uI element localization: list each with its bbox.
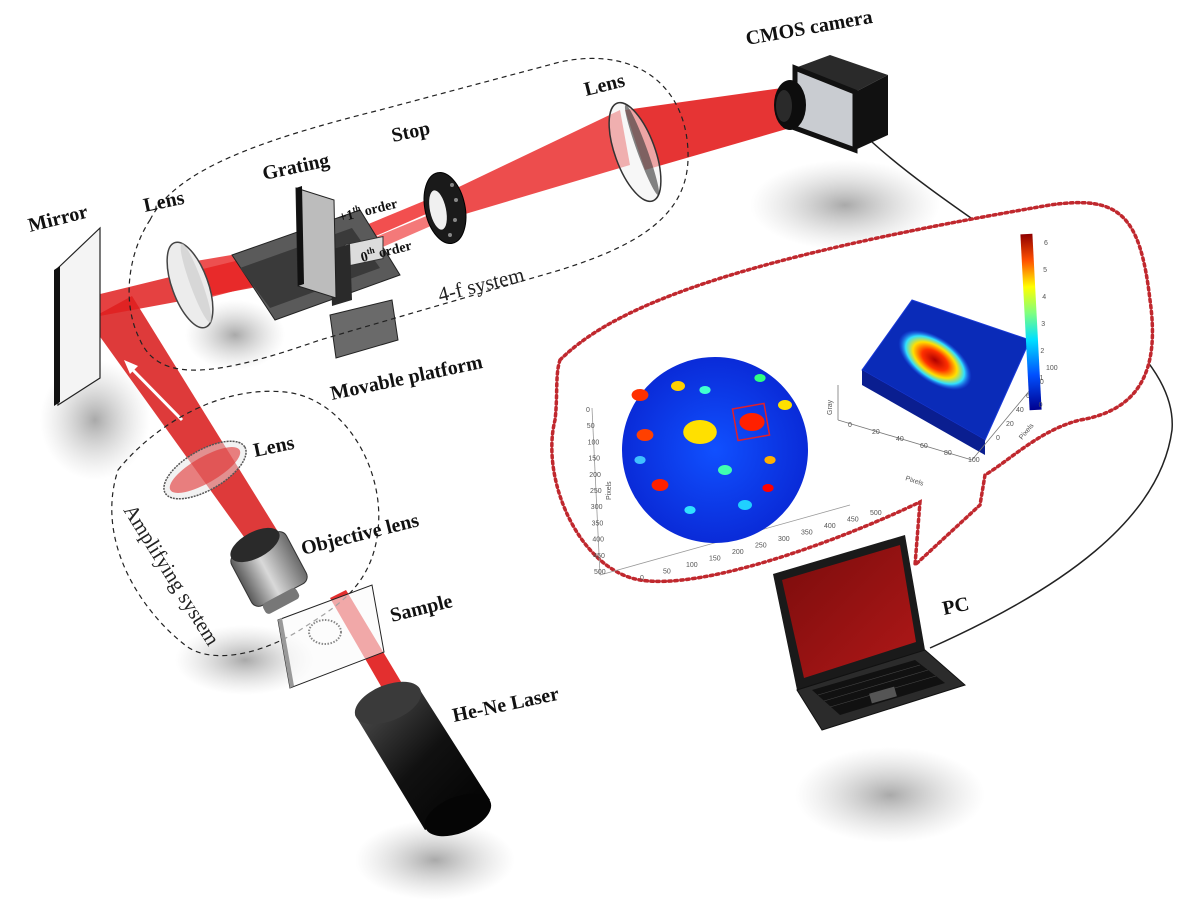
tick-2d-y: 300 xyxy=(591,504,603,511)
four-f-system-box xyxy=(128,57,689,371)
lens-4f-right xyxy=(608,101,662,203)
grating xyxy=(295,186,337,299)
tick-2d-x: 450 xyxy=(847,517,859,524)
tick-colorbar: 5 xyxy=(1043,267,1047,274)
label-movable-platform: Movable platform xyxy=(328,351,484,405)
tick-2d-x: 150 xyxy=(709,556,721,563)
speckle-blob xyxy=(651,479,669,491)
label-sample: Sample xyxy=(388,590,455,627)
speckle-blob xyxy=(631,389,649,401)
speckle-blob xyxy=(778,400,792,410)
tick-2d-y: 0 xyxy=(586,407,590,414)
label-lens-amplifying: Lens xyxy=(251,432,296,462)
tick-2d-y: 50 xyxy=(587,423,595,430)
tick-3d-x: 0 xyxy=(848,422,852,429)
speckle-blob xyxy=(671,381,685,391)
label-pc: PC xyxy=(940,593,971,620)
tick-2d-x: 500 xyxy=(870,510,882,517)
colorbar: 6 5 4 3 2 1 0 xyxy=(1020,233,1048,411)
label-mirror: Mirror xyxy=(26,201,90,237)
label-cmos-camera: CMOS camera xyxy=(744,6,874,50)
tick-colorbar: 4 xyxy=(1042,294,1046,301)
speckle-blob xyxy=(699,386,711,394)
tick-2d-y: 400 xyxy=(592,537,604,544)
tick-colorbar: 6 xyxy=(1044,240,1048,247)
tick-2d-x: 400 xyxy=(824,523,836,530)
first-order-main: +1 xyxy=(337,208,355,226)
tick-2d-y: 100 xyxy=(588,439,600,446)
label-amplifying-system: Amplifying system xyxy=(119,500,225,650)
lens-4f-left xyxy=(166,241,214,329)
label-grating: Grating xyxy=(260,149,331,185)
speckle-blob xyxy=(683,420,717,444)
cmos-camera xyxy=(774,55,888,154)
sample-slide xyxy=(277,584,385,689)
tick-3d-x: 20 xyxy=(872,429,880,436)
tick-3d-y: 20 xyxy=(1006,421,1014,428)
speckle-blob xyxy=(634,456,646,464)
tick-colorbar: 2 xyxy=(1040,348,1044,355)
speckle-blob xyxy=(754,374,766,382)
tick-2d-y: 500 xyxy=(594,569,606,576)
tick-2d-x: 0 xyxy=(640,575,644,582)
speckle-blob xyxy=(764,456,776,464)
tick-3d-y: 0 xyxy=(996,435,1000,442)
tick-2d-x: 50 xyxy=(663,569,671,576)
y-axis-label-2d: Pixels xyxy=(606,481,613,500)
label-lens-left: Lens xyxy=(141,187,186,217)
tick-colorbar: 3 xyxy=(1041,321,1045,328)
speckle-blob xyxy=(762,484,774,492)
tick-colorbar: 0 xyxy=(1039,402,1043,409)
tick-3d-x: 100 xyxy=(968,457,980,464)
label-4f-system: 4-f system xyxy=(435,262,526,307)
speckle-blob xyxy=(739,413,765,431)
label-first-order: +1th order xyxy=(337,194,400,226)
speckle-blob xyxy=(636,429,654,441)
tick-3d-y: 100 xyxy=(1046,365,1058,372)
tick-3d-y: 40 xyxy=(1016,407,1024,414)
label-objective-lens: Objective lens xyxy=(299,509,421,560)
tick-2d-y: 200 xyxy=(589,472,601,479)
lens-amplifying xyxy=(163,440,247,500)
label-lens-top: Lens xyxy=(582,70,627,101)
speckle-blob xyxy=(718,465,732,475)
tick-2d-y: 250 xyxy=(590,488,602,495)
tick-2d-y: 150 xyxy=(588,456,600,463)
tick-2d-x: 200 xyxy=(732,549,744,556)
zeroth-order-sup: th xyxy=(365,245,375,257)
label-he-ne-laser: He-Ne Laser xyxy=(450,683,561,727)
label-stop: Stop xyxy=(389,117,432,147)
speckle-blob xyxy=(684,506,696,514)
tick-2d-x: 350 xyxy=(801,530,813,537)
tick-2d-y: 350 xyxy=(592,520,604,527)
z-axis-label-3d: Gray xyxy=(827,399,834,415)
tick-2d-x: 300 xyxy=(778,536,790,543)
zeroth-order-main: 0 xyxy=(359,250,369,266)
stop-iris xyxy=(423,172,467,244)
mirror xyxy=(54,226,101,407)
he-ne-laser xyxy=(354,681,492,837)
speckle-blob xyxy=(738,500,752,510)
pc-laptop xyxy=(773,535,966,731)
tick-3d-x: 40 xyxy=(896,436,904,443)
tick-2d-y: 450 xyxy=(593,553,605,560)
first-order-sup: th xyxy=(351,203,361,215)
objective-lens xyxy=(230,527,308,614)
tick-3d-x: 60 xyxy=(920,443,928,450)
tick-2d-x: 250 xyxy=(755,543,767,550)
tick-colorbar: 1 xyxy=(1040,375,1044,382)
tick-3d-x: 80 xyxy=(944,450,952,457)
tick-2d-x: 100 xyxy=(686,562,698,569)
